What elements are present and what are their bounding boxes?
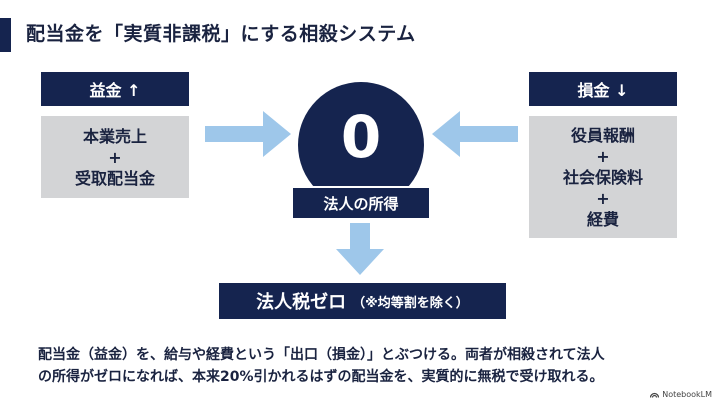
- expense-plus-1: +: [596, 146, 610, 166]
- income-item-sales: 本業売上: [82, 126, 147, 146]
- income-box: 本業売上 + 受取配当金: [41, 116, 189, 198]
- zero-value: 0: [340, 103, 382, 171]
- corporate-income-label: 法人の所得: [291, 186, 431, 220]
- expense-plus-2: +: [596, 188, 610, 208]
- arrow-down-icon: [336, 223, 384, 275]
- expense-item-expenses: 経費: [586, 209, 619, 229]
- notebooklm-logo-icon: [650, 392, 660, 398]
- page-title: 配当金を「実質非課税」にする相殺システム: [26, 23, 416, 45]
- income-header: 益金 ↑: [41, 72, 189, 106]
- arrow-left-icon: [432, 111, 518, 157]
- per-capita-tax-note: （※均等割を除く）: [352, 295, 469, 311]
- title-accent-bar: [0, 18, 11, 52]
- description: 配当金（益金）を、給与や経費という「出口（損金）」とぶつける。両者が相殺されて法…: [38, 344, 698, 388]
- description-line-1: 配当金（益金）を、給与や経費という「出口（損金）」とぶつける。両者が相殺されて法…: [38, 347, 605, 363]
- arrow-right-icon: [205, 111, 291, 157]
- notebooklm-watermark: NotebookLM: [650, 390, 712, 399]
- description-line-2: の所得がゼロになれば、本来20%引かれるはずの配当金を、実質的に無税で受け取れる…: [38, 369, 604, 385]
- expense-item-social-insurance: 社会保険料: [562, 167, 643, 187]
- income-item-dividends: 受取配当金: [74, 168, 155, 188]
- expense-item-executive-pay: 役員報酬: [570, 125, 635, 145]
- income-plus: +: [108, 147, 122, 167]
- corporate-tax-zero-text: 法人税ゼロ: [256, 292, 347, 313]
- expense-box: 役員報酬 + 社会保険料 + 経費: [529, 116, 677, 238]
- notebooklm-label: NotebookLM: [662, 390, 712, 399]
- expense-header: 損金 ↓: [529, 72, 677, 106]
- corporate-tax-zero-box: 法人税ゼロ （※均等割を除く）: [219, 283, 506, 319]
